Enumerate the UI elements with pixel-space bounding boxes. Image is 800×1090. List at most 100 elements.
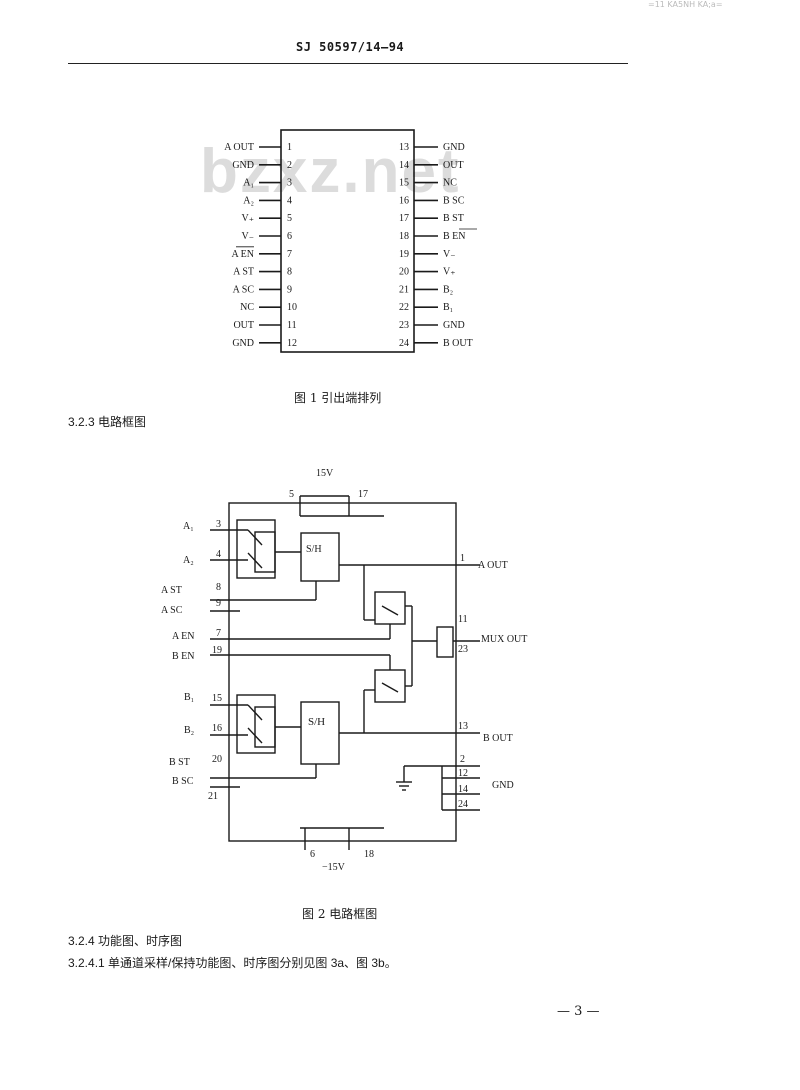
left-pin-label: OUT: [233, 320, 254, 331]
mux-switch-b: [374, 669, 406, 703]
left-pin-number: 12: [287, 338, 297, 349]
right-pin-number: 16: [399, 195, 409, 206]
right-pin-label: B OUT: [443, 338, 473, 349]
figure-1-caption: 图 1 引出端排列: [294, 391, 382, 405]
switch-b-block: [236, 694, 276, 754]
header-rule: [68, 63, 628, 64]
section-3-2-3-heading: 3.2.3 电路框图: [68, 415, 147, 429]
right-pin-number: 15: [399, 178, 409, 189]
left-pin-number: 5: [287, 213, 292, 224]
right-pin-label: GND: [443, 142, 465, 153]
input-bst-label: B ST: [169, 757, 190, 768]
right-pin-label: V₋: [443, 249, 456, 260]
sample-hold-b-label: S/H: [308, 716, 325, 728]
right-pin-number: 18: [399, 231, 409, 242]
right-pin-number: 21: [399, 284, 409, 295]
left-pin-label: V₊: [242, 213, 255, 224]
input-aen-label: A EN: [172, 631, 195, 642]
pin-18-label: 18: [364, 849, 374, 860]
left-pin-number: 11: [287, 320, 297, 331]
right-pin-number: 13: [399, 142, 409, 153]
left-pin-label: A EN: [232, 249, 255, 260]
pin-16-label: 16: [212, 723, 222, 734]
pin-23-label: 23: [458, 644, 468, 655]
left-pin-number: 3: [287, 178, 292, 189]
right-pin-number: 14: [399, 160, 409, 171]
page-number: — 3 —: [557, 1004, 600, 1019]
left-pin-number: 4: [287, 195, 292, 206]
left-pin-number: 2: [287, 160, 292, 171]
input-a1-label: A₁: [183, 521, 194, 532]
left-pin-number: 9: [287, 284, 292, 295]
input-ast-label: A ST: [161, 585, 182, 596]
left-pin-label: A ST: [233, 267, 254, 278]
positive-supply-label: 15V: [316, 468, 334, 479]
pin-2-label: 2: [460, 754, 465, 765]
left-pin-label: A₂: [243, 195, 254, 206]
pin-12-label: 12: [458, 768, 468, 779]
section-3-2-4-heading: 3.2.4 功能图、时序图: [68, 934, 183, 948]
pin-24-label: 24: [458, 799, 468, 810]
right-pin-label: OUT: [443, 160, 464, 171]
sample-hold-a-label: S/H: [306, 544, 322, 555]
input-b1-label: B₁: [184, 692, 194, 703]
negative-supply-label: −15V: [322, 862, 346, 873]
right-pin-number: 22: [399, 302, 409, 313]
left-pin-number: 8: [287, 267, 292, 278]
right-pin-label: B ST: [443, 213, 464, 224]
package-outline: [228, 502, 457, 842]
right-pin-label: B₂: [443, 284, 453, 295]
pin-14-label: 14: [458, 784, 468, 795]
pin-19-label: 19: [212, 645, 222, 656]
right-pin-number: 17: [399, 213, 409, 224]
right-pin-number: 20: [399, 267, 409, 278]
pin-9-label: 9: [216, 598, 221, 609]
switch-a-block: [236, 519, 276, 579]
output-aout-label: A OUT: [478, 560, 508, 571]
right-pin-label: GND: [443, 320, 465, 331]
left-pin-number: 6: [287, 231, 292, 242]
right-pin-label: V₊: [443, 267, 456, 278]
left-pin-label: GND: [232, 338, 254, 349]
pin-17-label: 17: [358, 489, 368, 500]
left-pin-label: A₁: [243, 178, 254, 189]
left-pin-number: 1: [287, 142, 292, 153]
pin-7-label: 7: [216, 628, 221, 639]
right-pin-label: B₁: [443, 302, 453, 313]
corner-mark: =11 KA5NH KA;a=: [648, 0, 723, 9]
output-gnd-label: GND: [492, 780, 514, 791]
input-asc-label: A SC: [161, 605, 183, 616]
right-pin-label: B SC: [443, 195, 465, 206]
right-pin-number: 19: [399, 249, 409, 260]
output-mux-label: MUX OUT: [481, 634, 527, 645]
output-bout-label: B OUT: [483, 733, 513, 744]
document-number: SJ 50597/14—94: [296, 40, 405, 54]
right-pin-label: NC: [443, 178, 457, 189]
left-pin-number: 7: [287, 249, 292, 260]
sample-hold-a: [300, 532, 340, 582]
pin-5-label: 5: [289, 489, 294, 500]
input-a2-label: A₂: [183, 555, 194, 566]
pin-6-label: 6: [310, 849, 315, 860]
circuit-block-diagram: 15V 5 17 A₁ 3 A₂ 4 A ST 8 A SC 9 A EN 7 …: [161, 468, 527, 873]
mux-switch-a: [374, 591, 406, 625]
input-ben-label: B EN: [172, 651, 195, 662]
pin-8-label: 8: [216, 582, 221, 593]
pin-21-label: 21: [208, 791, 218, 802]
pin-20-label: 20: [212, 754, 222, 765]
pin-11-label: 11: [458, 614, 468, 625]
pin-15-label: 15: [212, 693, 222, 704]
pin-1-label: 1: [460, 553, 465, 564]
ic-package-body: [280, 129, 415, 353]
left-pin-label: V₋: [242, 231, 255, 242]
watermark: bzxz.net: [200, 137, 461, 206]
left-pin-label: NC: [240, 302, 254, 313]
mux-output-node: [436, 626, 454, 658]
sample-hold-b: [300, 701, 340, 765]
left-pin-label: GND: [232, 160, 254, 171]
right-pin-number: 23: [399, 320, 409, 331]
pin-3-label: 3: [216, 519, 221, 530]
input-bsc-label: B SC: [172, 776, 194, 787]
pin-13-label: 13: [458, 721, 468, 732]
